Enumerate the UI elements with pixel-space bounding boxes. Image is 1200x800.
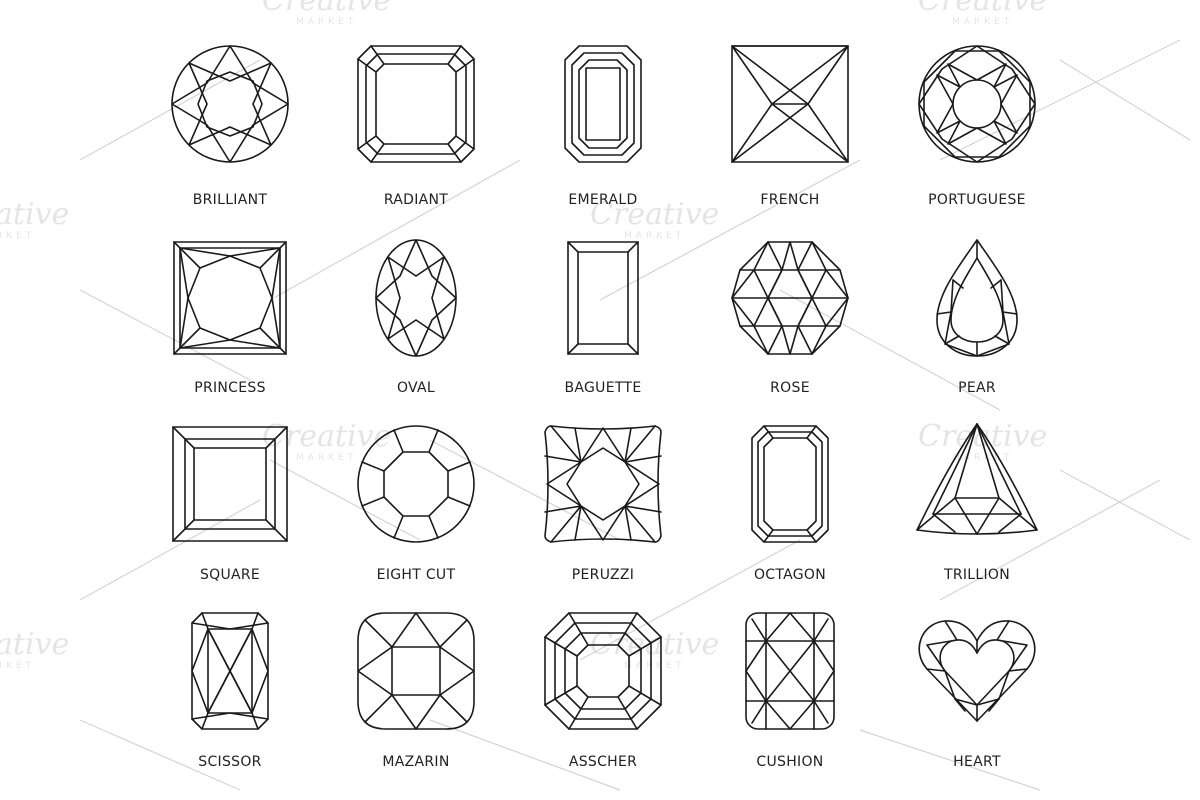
asscher-gem-icon: [544, 612, 662, 730]
heart-gem-icon: [918, 620, 1036, 722]
octagon-gem-icon: [751, 425, 829, 543]
gem-cell-princess: PRINCESS: [130, 238, 330, 425]
gem-cell-asscher: ASSCHER: [503, 611, 703, 798]
gem-cell-octagon: OCTAGON: [690, 424, 890, 611]
gem-label-brilliant: BRILLIANT: [192, 192, 268, 208]
gem-label-cushion: CUSHION: [756, 754, 824, 770]
scissor-gem-icon: [191, 612, 269, 730]
gem-cell-peruzzi: PERUZZI: [503, 424, 703, 611]
gem-label-square: SQUARE: [199, 567, 261, 583]
gem-cell-eight-cut: EIGHT CUT: [316, 424, 516, 611]
peruzzi-gem-icon: [544, 425, 662, 543]
gem-cell-brilliant: BRILLIANT: [130, 44, 330, 231]
gem-label-portuguese: PORTUGUESE: [928, 192, 1026, 208]
gem-label-scissor: SCISSOR: [198, 754, 262, 770]
gem-label-peruzzi: PERUZZI: [571, 567, 635, 583]
eight-cut-gem-icon: [357, 425, 475, 543]
watermark-brand: Creative: [262, 0, 392, 18]
gem-label-princess: PRINCESS: [194, 380, 266, 396]
brilliant-gem-icon: [171, 45, 289, 163]
gem-cell-heart: HEART: [877, 611, 1077, 798]
gem-cell-french: FRENCH: [690, 44, 890, 231]
gem-label-trillion: TRILLION: [943, 567, 1011, 583]
gem-label-eight-cut: EIGHT CUT: [376, 567, 456, 583]
rose-gem-icon: [731, 241, 849, 355]
gem-label-mazarin: MAZARIN: [382, 754, 450, 770]
gem-label-pear: PEAR: [958, 380, 996, 396]
mazarin-gem-icon: [357, 612, 475, 730]
watermark-sub: MARKET: [296, 17, 358, 27]
gem-cell-scissor: SCISSOR: [130, 611, 330, 798]
baguette-gem-icon: [567, 241, 639, 355]
trillion-gem-icon: [916, 423, 1038, 535]
watermark-brand: Creative: [918, 0, 1048, 18]
gem-label-oval: OVAL: [396, 380, 436, 396]
watermark-sub: MARKET: [952, 17, 1014, 27]
pear-gem-icon: [936, 239, 1018, 357]
gem-cell-trillion: TRILLION: [877, 423, 1077, 611]
gem-label-baguette: BAGUETTE: [564, 380, 642, 396]
gem-label-french: FRENCH: [760, 192, 820, 208]
gem-cell-baguette: BAGUETTE: [503, 238, 703, 425]
watermark-sub: MARKET: [0, 661, 36, 671]
gem-cell-cushion: CUSHION: [690, 611, 890, 798]
gem-cell-rose: ROSE: [690, 238, 890, 425]
watermark-sub: MARKET: [0, 231, 36, 241]
princess-gem-icon: [173, 241, 287, 355]
gem-cell-radiant: RADIANT: [316, 44, 516, 231]
gem-cell-pear: PEAR: [877, 238, 1077, 425]
gem-cell-emerald: EMERALD: [503, 44, 703, 231]
gem-cell-mazarin: MAZARIN: [316, 611, 516, 798]
radiant-gem-icon: [357, 45, 475, 163]
gem-cell-square: SQUARE: [130, 424, 330, 611]
oval-gem-icon: [375, 239, 457, 357]
cushion-gem-icon: [745, 612, 835, 730]
gem-label-rose: ROSE: [770, 380, 810, 396]
emerald-gem-icon: [564, 45, 642, 163]
french-gem-icon: [731, 45, 849, 163]
gem-cell-portuguese: PORTUGUESE: [877, 44, 1077, 231]
watermark-brand: Creative: [0, 197, 70, 232]
gem-label-radiant: RADIANT: [383, 192, 449, 208]
square-gem-icon: [172, 426, 288, 542]
portuguese-gem-icon: [918, 45, 1036, 163]
gem-label-asscher: ASSCHER: [568, 754, 638, 770]
watermark-brand: Creative: [0, 627, 70, 662]
gem-label-emerald: EMERALD: [568, 192, 638, 208]
gem-cell-oval: OVAL: [316, 238, 516, 425]
gem-label-heart: HEART: [953, 754, 1001, 770]
gem-label-octagon: OCTAGON: [753, 567, 827, 583]
